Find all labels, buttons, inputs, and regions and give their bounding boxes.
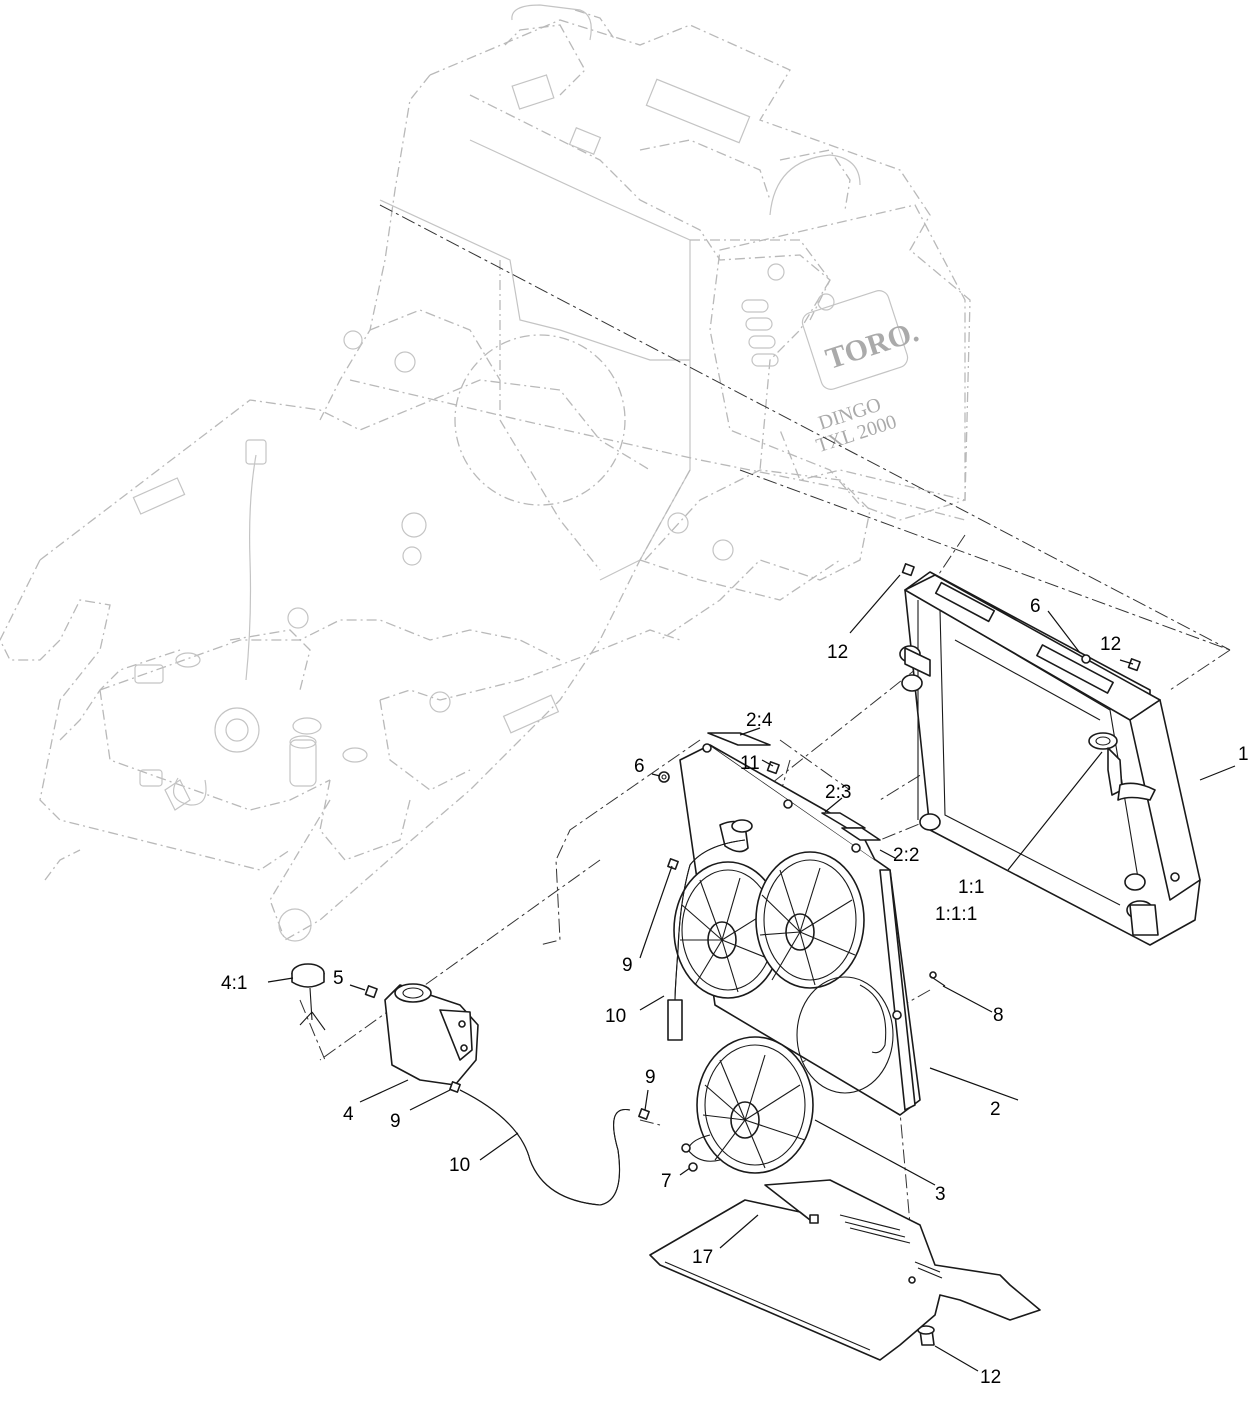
callout-2-3: 2:3 [825, 782, 851, 803]
callout-9-hose: 9 [645, 1067, 656, 1088]
callout-8: 8 [993, 1005, 1004, 1026]
toro-logo: TORO. [822, 315, 923, 376]
radiator-assembly [899, 563, 1201, 946]
callout-5: 5 [333, 968, 344, 989]
callout-6-radiator: 6 [1030, 596, 1041, 617]
callout-6-shroud: 6 [634, 756, 645, 777]
callout-3: 3 [935, 1184, 946, 1205]
fan-shroud-assembly [673, 732, 921, 1116]
callout-17: 17 [692, 1247, 713, 1268]
callout-10-lower-hose: 10 [449, 1155, 470, 1176]
coolant-hoses [459, 839, 746, 1206]
callout-labels: 1 1:1 1:1:1 2 2:2 2:3 2:4 3 4 4:1 5 6 6 … [221, 596, 1249, 1388]
callout-11: 11 [740, 753, 760, 774]
callout-12-bottom: 12 [980, 1367, 1001, 1388]
callout-10-upper-hose: 10 [605, 1006, 626, 1027]
callout-4-1: 4:1 [221, 973, 247, 994]
callout-4: 4 [343, 1104, 354, 1125]
callout-2: 2 [990, 1099, 1001, 1120]
callout-leaders [267, 574, 1236, 1372]
callout-9-shroud: 9 [622, 955, 633, 976]
bottom-panel [649, 1179, 1041, 1361]
callout-12-upper-right: 12 [1100, 634, 1121, 655]
callout-1-1-1: 1:1:1 [935, 904, 977, 925]
callout-1-1: 1:1 [958, 877, 984, 898]
callout-2-4: 2:4 [746, 710, 773, 731]
fasteners [658, 761, 946, 1346]
overflow-tank [291, 858, 679, 1120]
electric-fan [681, 1036, 814, 1174]
callout-9-tank: 9 [390, 1111, 401, 1132]
callout-7: 7 [661, 1171, 672, 1192]
callout-2-2: 2:2 [893, 845, 919, 866]
callout-1: 1 [1238, 744, 1249, 765]
callout-12-upper-left: 12 [827, 642, 848, 663]
